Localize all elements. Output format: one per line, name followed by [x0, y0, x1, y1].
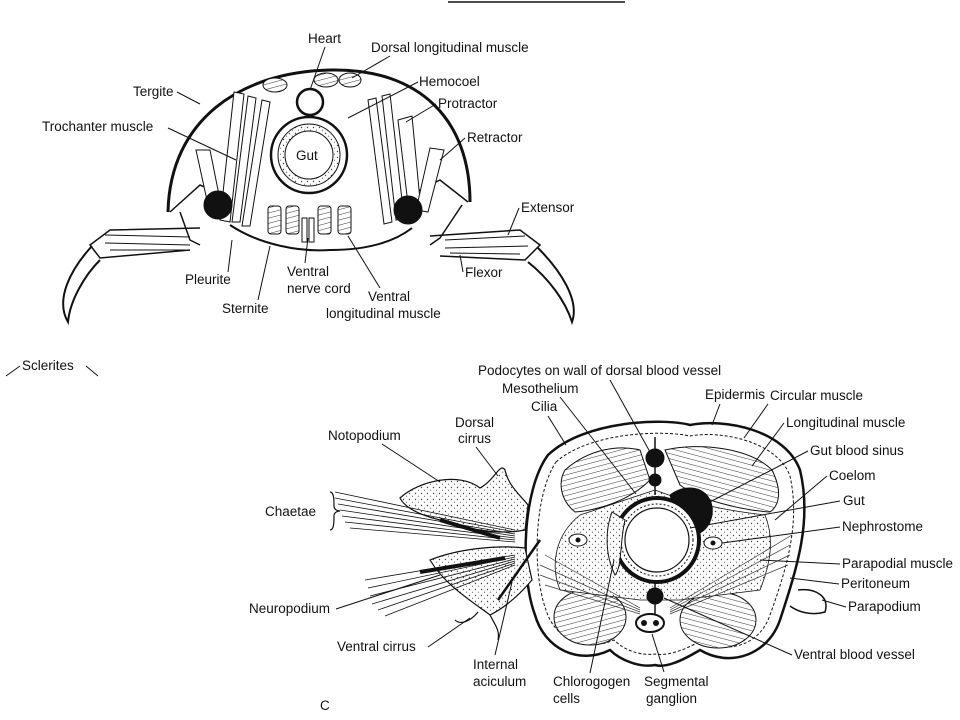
- label-chlorogogen-1: Chlorogogen: [553, 674, 630, 689]
- heart-shape: [295, 87, 325, 117]
- chaetae-brace: [329, 491, 341, 531]
- label-dorsal-cirrus-1: Dorsal: [455, 415, 494, 430]
- chlorogogen-cells-shape: [606, 511, 626, 576]
- label-parapodium: Parapodium: [848, 599, 921, 614]
- label-cilia: Cilia: [531, 399, 558, 414]
- sclerites-bracket: Sclerites: [5, 358, 99, 377]
- label-nephrostome: Nephrostome: [842, 519, 923, 534]
- label-ventral-longitudinal-muscle-1: Ventral: [368, 289, 410, 304]
- label-gut-blood-sinus: Gut blood sinus: [810, 443, 904, 458]
- dorsal-muscle-mid: [313, 72, 339, 88]
- label-gut-top: Gut: [296, 148, 318, 163]
- ventral-nerve-cord-shape: [301, 217, 315, 243]
- parapodium-left: [329, 467, 542, 641]
- trochanter-muscles-right: [367, 93, 445, 225]
- dorsal-muscle-block-left: [560, 447, 651, 513]
- label-segmental-ganglion-2: ganglion: [646, 691, 697, 706]
- label-internal-aciculum-1: Internal: [473, 657, 518, 672]
- label-ventral-cirrus: Ventral cirrus: [337, 639, 416, 654]
- coxa-joint-left: [203, 190, 233, 220]
- label-ventral-blood-vessel: Ventral blood vessel: [794, 647, 915, 662]
- neuropodium-lobe: [429, 546, 533, 616]
- gut-lumen: [284, 130, 334, 180]
- dorsal-vessel-lower: [648, 473, 662, 487]
- label-trochanter-muscle: Trochanter muscle: [42, 119, 153, 134]
- internal-aciculum-rod: [496, 539, 542, 601]
- label-chaetae: Chaetae: [265, 504, 316, 519]
- label-hemocoel: Hemocoel: [419, 74, 480, 89]
- ventral-vessel: [646, 587, 664, 605]
- arthropod-section: [62, 68, 575, 326]
- label-internal-aciculum-2: aciculum: [473, 674, 526, 689]
- pleurite-right: [409, 179, 469, 246]
- leg-right: [429, 229, 575, 326]
- dorsal-vessel-upper: [645, 448, 665, 468]
- label-sternite: Sternite: [222, 301, 269, 316]
- label-circular-muscle: Circular muscle: [770, 388, 863, 403]
- chaetae-bundle-lower: [364, 554, 516, 617]
- panel-letter: C: [320, 698, 330, 713]
- tergite-shell: [166, 68, 472, 213]
- label-neuropodium: Neuropodium: [249, 601, 330, 616]
- ventral-muscles: [267, 205, 352, 235]
- label-coelom: Coelom: [829, 468, 876, 483]
- label-longitudinal-muscle: Longitudinal muscle: [786, 415, 905, 430]
- gut-lumen-bottom: [624, 507, 690, 573]
- label-heart: Heart: [308, 31, 341, 46]
- ventral-muscle-block-left: [553, 588, 627, 646]
- label-chlorogogen-2: cells: [553, 691, 580, 706]
- nephrostome-right: [703, 536, 723, 550]
- top-labels: Heart Dorsal longitudinal muscle Hemocoe…: [42, 31, 575, 321]
- polychaete-section: [524, 420, 827, 667]
- label-podocytes: Podocytes on wall of dorsal blood vessel: [478, 363, 721, 378]
- label-sclerites: Sclerites: [22, 358, 74, 373]
- nephrostome-left: [568, 533, 588, 547]
- label-ventral-nerve-cord-1: Ventral: [287, 264, 329, 279]
- ventral-muscle-block-right: [679, 591, 757, 649]
- label-dorsal-cirrus-2: cirrus: [458, 431, 491, 446]
- label-flexor: Flexor: [465, 265, 503, 280]
- label-segmental-ganglion-1: Segmental: [644, 674, 709, 689]
- label-tergite: Tergite: [133, 84, 174, 99]
- segmental-ganglion-shape: [635, 613, 665, 633]
- label-dorsal-longitudinal-muscle: Dorsal longitudinal muscle: [371, 40, 529, 55]
- dorsal-muscle-block-right: [664, 446, 779, 513]
- label-extensor: Extensor: [521, 200, 575, 215]
- label-gut-bottom: Gut: [843, 493, 865, 508]
- label-retractor: Retractor: [467, 130, 523, 145]
- dorsal-muscle-left: [262, 77, 288, 93]
- sternite-plate: [229, 224, 413, 252]
- parapodium-right: [789, 588, 827, 615]
- label-notopodium: Notopodium: [328, 428, 401, 443]
- label-ventral-nerve-cord-2: nerve cord: [287, 281, 351, 296]
- label-ventral-longitudinal-muscle-2: longitudinal muscle: [326, 306, 441, 321]
- bottom-labels: Podocytes on wall of dorsal blood vessel…: [249, 363, 953, 713]
- label-peritoneum: Peritoneum: [841, 576, 910, 591]
- label-pleurite: Pleurite: [185, 272, 231, 287]
- coxa-joint-right: [393, 195, 423, 225]
- label-parapodial-muscle: Parapodial muscle: [842, 556, 953, 571]
- label-epidermis: Epidermis: [705, 387, 765, 402]
- parapodial-muscles: [539, 534, 793, 615]
- label-mesothelium: Mesothelium: [502, 381, 579, 396]
- ventral-cirrus-shape: [454, 611, 500, 641]
- chaetae-bundle-upper: [334, 491, 516, 543]
- label-protractor: Protractor: [438, 96, 498, 111]
- leg-left: [62, 227, 201, 326]
